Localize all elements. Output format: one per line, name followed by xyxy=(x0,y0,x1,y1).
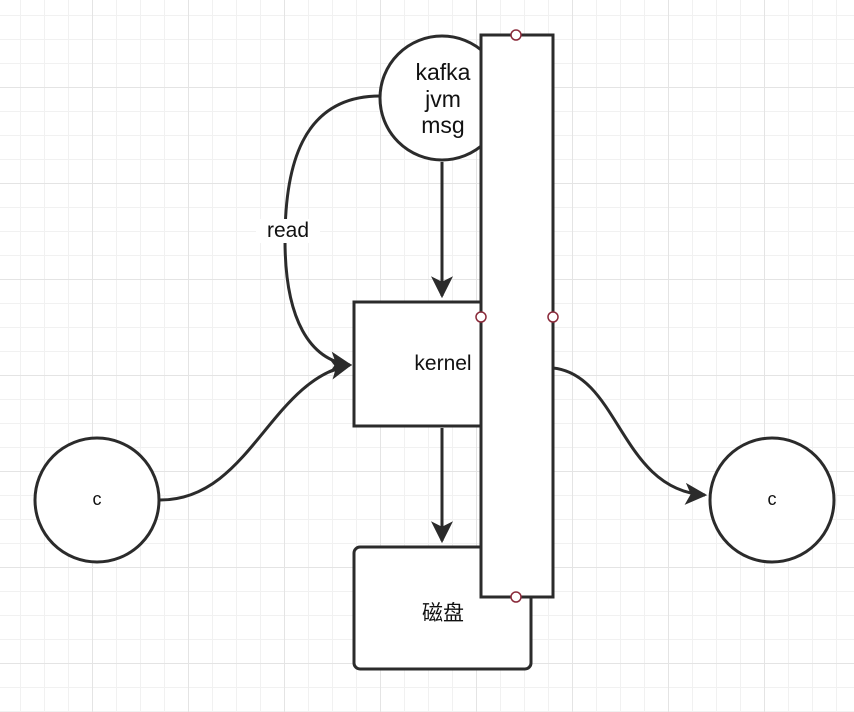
handle-top[interactable] xyxy=(510,29,522,41)
selected-vertical-bar[interactable] xyxy=(479,33,555,599)
left-consumer-circle[interactable] xyxy=(33,436,161,564)
handle-left[interactable] xyxy=(475,311,487,323)
arrow-left-consumer-to-kernel[interactable] xyxy=(159,357,353,502)
arrow-bar-to-right-consumer[interactable] xyxy=(552,366,708,505)
handle-right[interactable] xyxy=(547,311,559,323)
right-consumer-circle[interactable] xyxy=(708,436,836,564)
handle-bottom[interactable] xyxy=(510,591,522,603)
kernel-box[interactable] xyxy=(352,300,484,428)
